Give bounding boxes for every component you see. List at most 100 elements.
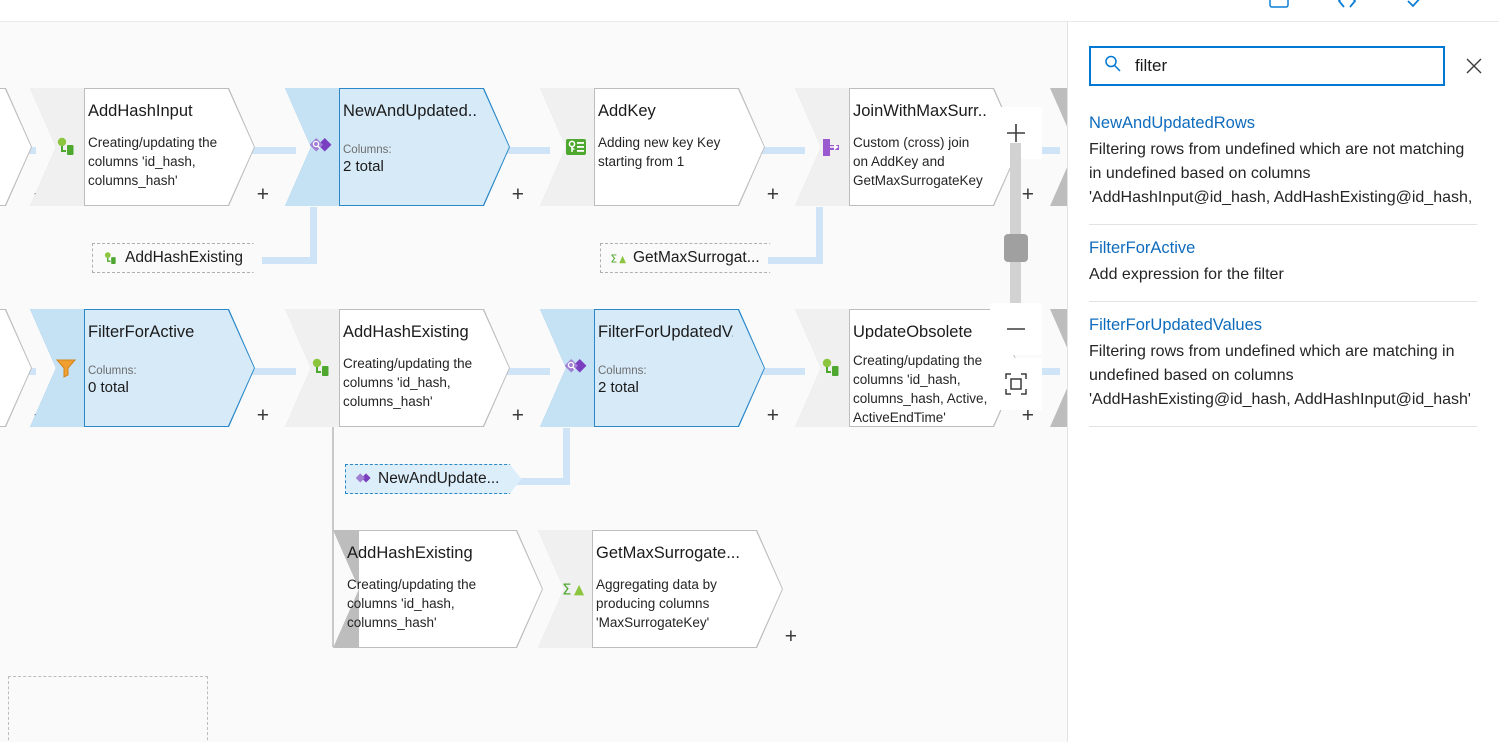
node-add-button[interactable]: + <box>766 404 779 427</box>
search-panel: NewAndUpdatedRows Filtering rows from un… <box>1069 22 1499 742</box>
pill-label: GetMaxSurrogat... <box>633 249 760 266</box>
node-title: NewAndUpdated... <box>343 102 478 120</box>
derived-column-icon <box>55 136 77 158</box>
aggregate-icon: Σ <box>610 251 626 266</box>
node-AddHashInput[interactable]: AddHashInput Creating/updating the colum… <box>30 88 269 206</box>
connector <box>512 478 570 485</box>
node-title: GetMaxSurrogate... <box>596 544 740 562</box>
node-columns-value: 2 total <box>343 158 384 175</box>
surrogate-key-icon <box>565 136 587 158</box>
node-GetMaxSurrogateKey[interactable]: Σ GetMaxSurrogate... Aggregating data by… <box>538 530 797 648</box>
connector <box>500 368 550 375</box>
node-partial-right-row1[interactable] <box>1050 88 1068 206</box>
connector <box>262 257 317 264</box>
node-description: Aggregating data by producing columns 'M… <box>596 577 717 630</box>
search-icon <box>1103 54 1123 79</box>
connector <box>246 147 296 154</box>
exists-icon <box>564 357 587 379</box>
node-icon-gutter: Σ <box>538 530 593 648</box>
zoom-slider-handle[interactable] <box>1004 234 1028 262</box>
connector <box>563 428 570 483</box>
node-partial-left-row2[interactable]: + <box>0 309 46 427</box>
search-result-title[interactable]: NewAndUpdatedRows <box>1089 114 1256 132</box>
close-icon[interactable] <box>1459 51 1489 81</box>
svg-text:Σ: Σ <box>611 252 617 265</box>
connector <box>246 368 296 375</box>
node-add-button[interactable]: + <box>511 183 524 206</box>
node-add-button[interactable]: + <box>256 404 269 427</box>
node-AddHashExisting[interactable]: AddHashExisting Creating/updating the co… <box>285 309 524 427</box>
node-title: AddHashInput <box>88 102 193 120</box>
connector <box>310 207 317 262</box>
search-result-title[interactable]: FilterForActive <box>1089 239 1196 257</box>
search-result-item[interactable]: FilterForActive Add expression for the f… <box>1089 225 1477 302</box>
node-JoinWithMaxSurrogateKey[interactable]: JoinWithMaxSurr... Custom (cross) join o… <box>795 88 1034 206</box>
canvas-right-edge <box>1067 22 1068 742</box>
pill-label: NewAndUpdate... <box>378 470 500 487</box>
fit-to-screen-icon[interactable] <box>990 358 1042 410</box>
join-icon <box>820 136 842 158</box>
derived-column-icon <box>820 357 842 379</box>
node-AddKey[interactable]: AddKey Adding new key Key starting from … <box>540 88 779 206</box>
node-NewAndUpdatedRows[interactable]: NewAndUpdated... Columns: 2 total + <box>285 88 524 206</box>
node-add-button[interactable]: + <box>511 404 524 427</box>
node-description: Creating/updating the columns 'id_hash, … <box>853 353 988 425</box>
connector <box>755 147 805 154</box>
filter-icon <box>55 357 77 379</box>
pill-label: AddHashExisting <box>125 249 244 266</box>
node-columns-label: Columns: <box>343 144 392 156</box>
node-add-button[interactable]: + <box>784 625 797 648</box>
node-add-button[interactable]: + <box>256 183 269 206</box>
canvas-drop-zone[interactable] <box>8 676 208 742</box>
node-description: Creating/updating the columns 'id_hash, … <box>343 356 473 409</box>
exists-icon <box>355 472 371 487</box>
search-result-description: Filtering rows from undefined which are … <box>1089 141 1473 206</box>
search-box[interactable] <box>1089 46 1445 86</box>
connector <box>755 368 805 375</box>
data-flow-canvas[interactable]: + AddHashInput Creating/updating the col… <box>0 22 1068 742</box>
search-result-item[interactable]: NewAndUpdatedRows Filtering rows from un… <box>1089 110 1477 225</box>
search-result-description: Filtering rows from undefined which are … <box>1089 343 1471 408</box>
search-result-item[interactable]: FilterForUpdatedValues Filtering rows fr… <box>1089 302 1477 427</box>
node-title: FilterForActive <box>88 323 195 341</box>
zoom-out-button[interactable] <box>990 303 1042 355</box>
save-icon[interactable] <box>1267 0 1291 18</box>
node-columns-label: Columns: <box>598 365 647 377</box>
node-title: UpdateObsolete <box>853 323 973 339</box>
aggregate-icon: Σ <box>562 578 585 600</box>
node-FilterForUpdatedValues[interactable]: FilterForUpdatedV... Columns: 2 total + <box>540 309 779 427</box>
node-columns-label: Columns: <box>88 365 137 377</box>
node-description: Custom (cross) join on AddKey and GetMax… <box>853 135 983 188</box>
connector <box>500 147 550 154</box>
node-icon-gutter <box>30 309 85 427</box>
search-result-title[interactable]: FilterForUpdatedValues <box>1089 316 1263 334</box>
node-title: JoinWithMaxSurr... <box>853 102 988 120</box>
search-results-list: NewAndUpdatedRows Filtering rows from un… <box>1089 110 1477 427</box>
node-icon-gutter <box>540 88 595 206</box>
search-panel-header <box>1069 38 1499 94</box>
node-AddHashExisting-2[interactable]: AddHashExisting Creating/updating the co… <box>333 530 557 648</box>
search-input[interactable] <box>1135 56 1433 76</box>
node-icon-gutter <box>795 88 850 206</box>
node-add-button[interactable]: + <box>1021 404 1034 427</box>
connector <box>768 257 823 264</box>
node-title: FilterForUpdatedV... <box>598 323 733 341</box>
code-icon[interactable] <box>1335 0 1359 18</box>
node-columns-value: 0 total <box>88 379 129 396</box>
node-add-button[interactable]: + <box>766 183 779 206</box>
toolbar-icon-group <box>1267 0 1427 18</box>
node-icon-gutter <box>540 309 595 427</box>
pill-AddHashExisting[interactable]: AddHashExisting <box>92 243 265 273</box>
node-add-button[interactable]: + <box>1021 183 1034 206</box>
node-partial-left-row1[interactable]: + <box>0 88 46 206</box>
validate-icon[interactable] <box>1403 0 1427 18</box>
node-partial-right-row2[interactable] <box>1050 309 1068 427</box>
node-FilterForActive[interactable]: FilterForActive Columns: 0 total + <box>30 309 269 427</box>
node-title: AddHashExisting <box>347 544 473 562</box>
pill-GetMaxSurrogateKey[interactable]: Σ GetMaxSurrogat... <box>600 243 782 273</box>
node-UpdateObsolete[interactable]: UpdateObsolete Creating/updating the col… <box>795 309 1034 427</box>
node-icon-gutter <box>30 88 85 206</box>
pill-NewAndUpdatedRows[interactable]: NewAndUpdate... <box>345 464 522 494</box>
search-result-description: Add expression for the filter <box>1089 266 1284 283</box>
